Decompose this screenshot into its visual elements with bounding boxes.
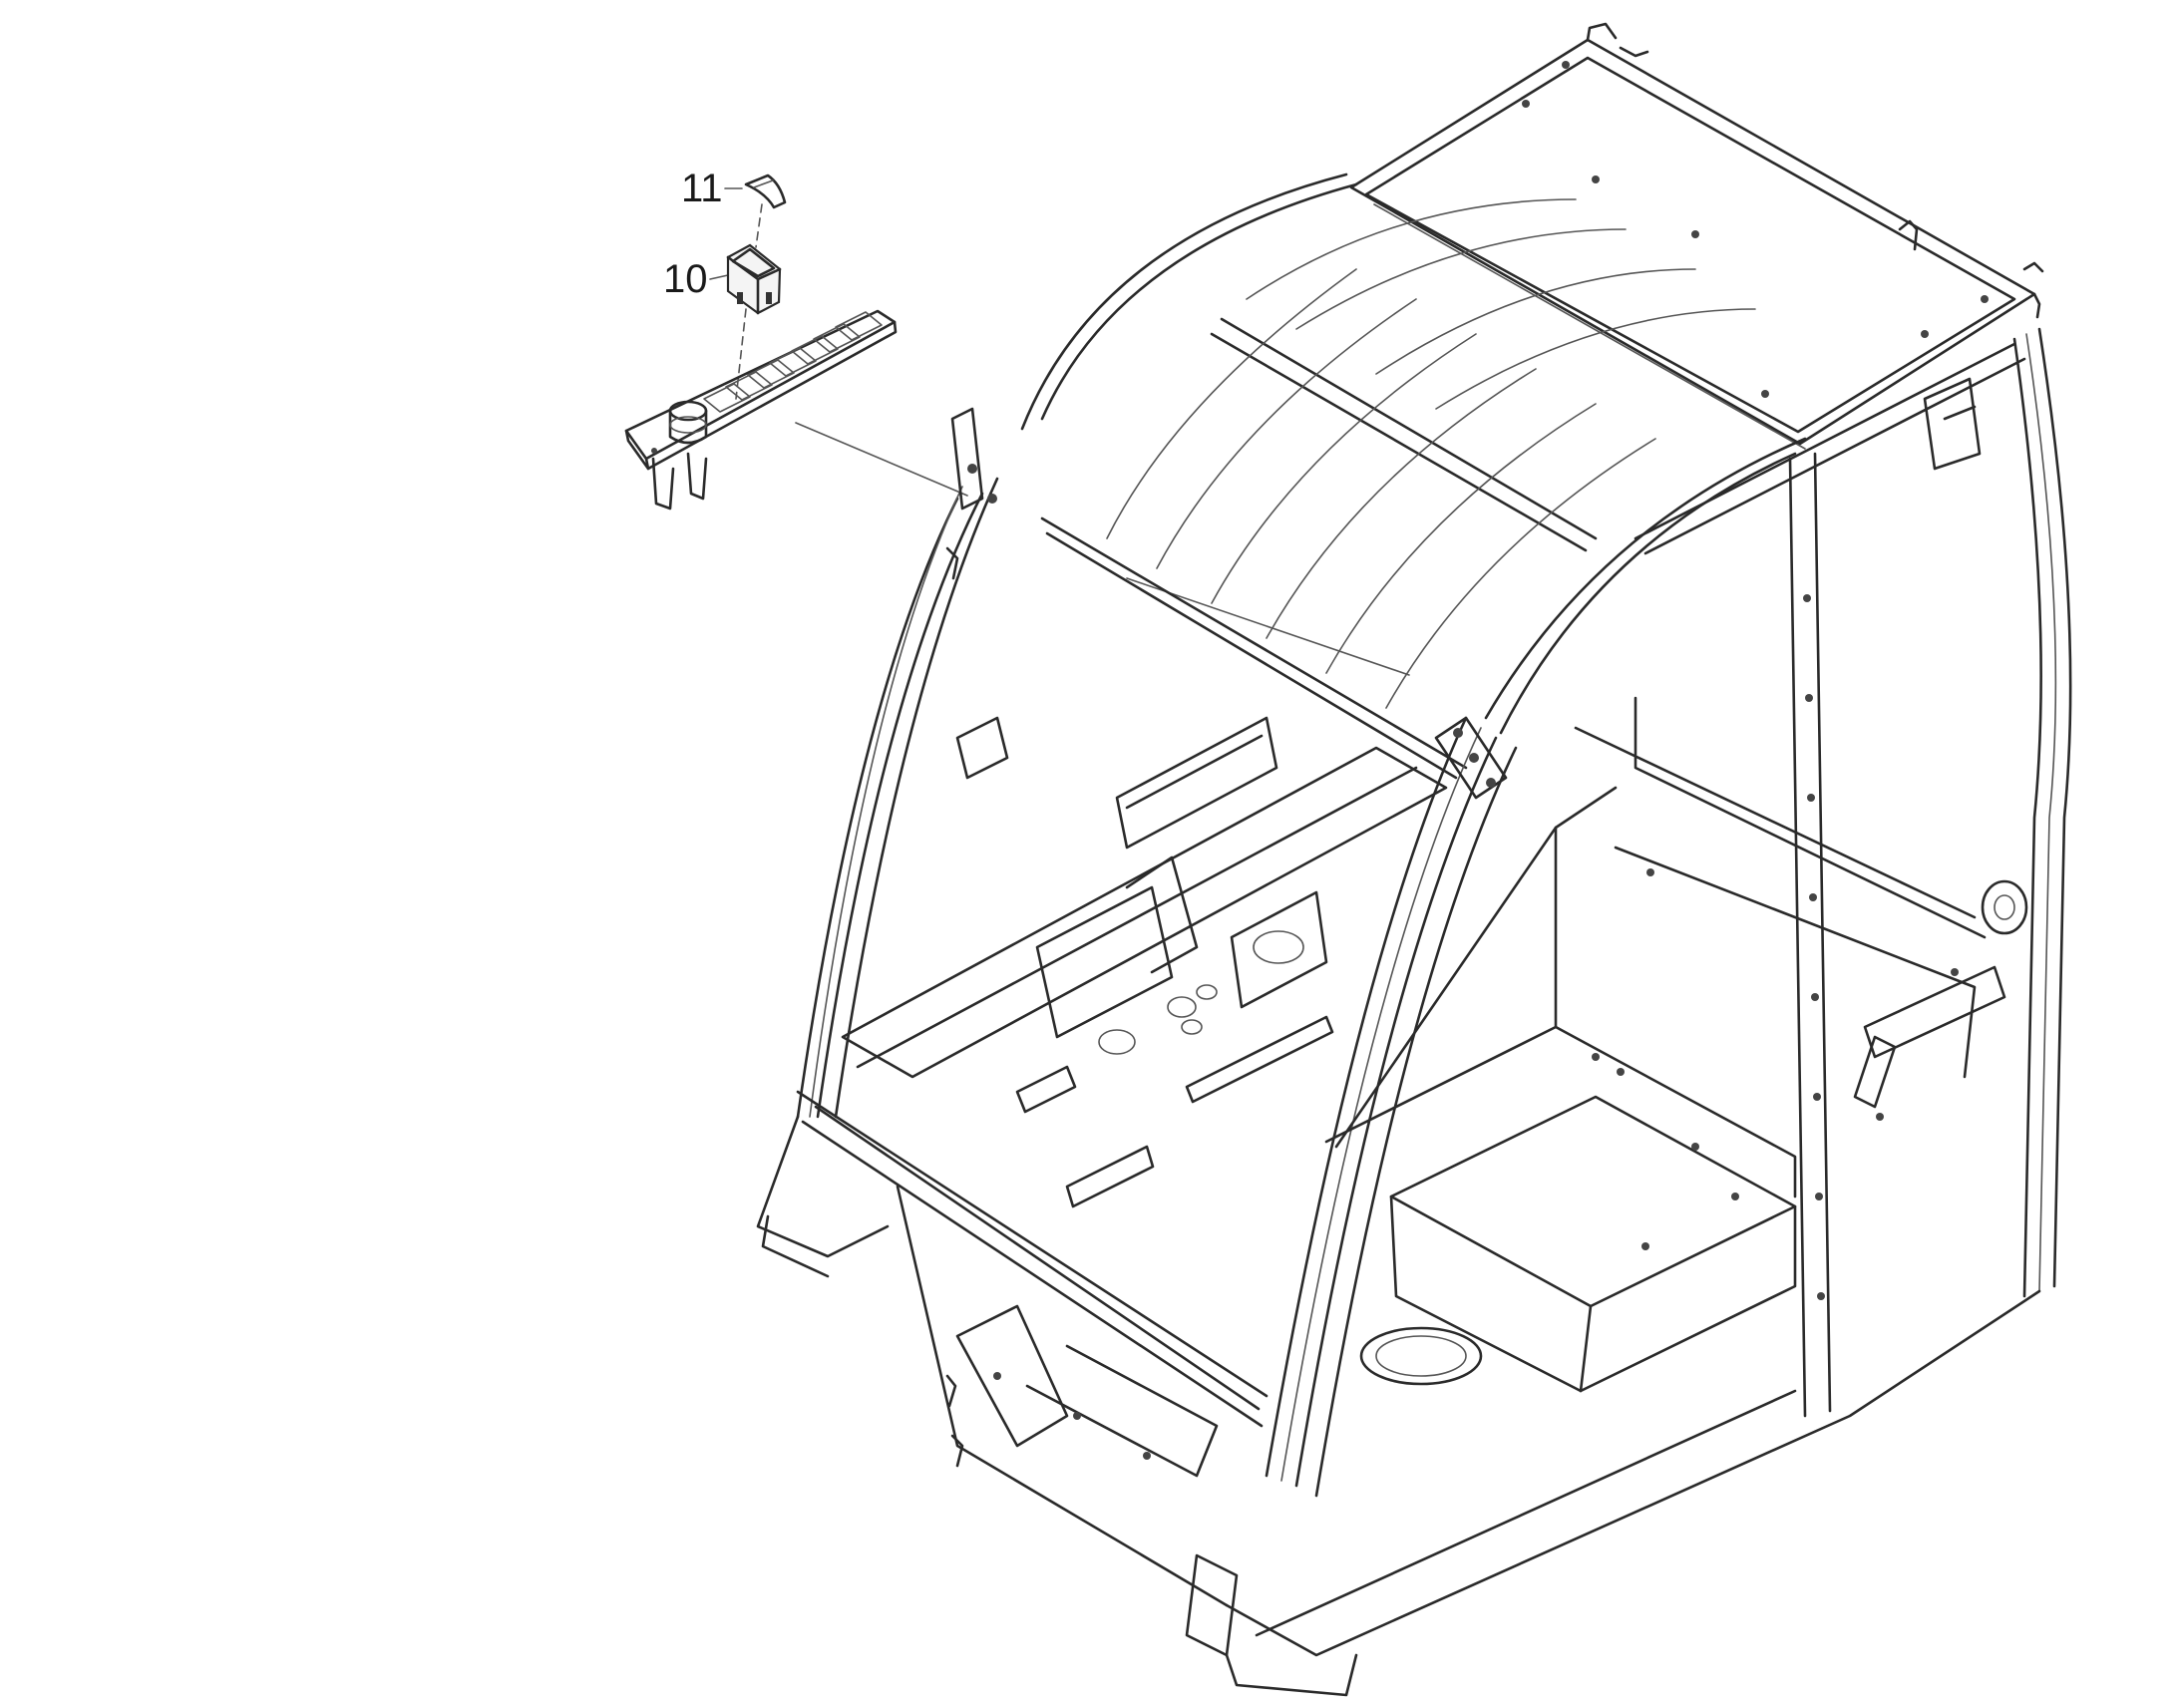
floor-frame xyxy=(756,1115,2041,1697)
switch-slots xyxy=(703,311,883,413)
callout-label-11[interactable]: 11 xyxy=(681,167,723,210)
part-11-rocker-cap[interactable] xyxy=(744,173,787,209)
assembly-dash-line xyxy=(755,203,763,248)
callout-label-10[interactable]: 10 xyxy=(663,257,708,301)
door-pillar xyxy=(1788,377,1982,1418)
roof-frame xyxy=(1349,22,2044,450)
switch-panel[interactable] xyxy=(624,309,898,511)
cab-frame[interactable] xyxy=(756,22,2072,1697)
callouts: 11 10 xyxy=(663,167,743,301)
front-left-pillar xyxy=(796,407,999,1119)
interior-console xyxy=(841,716,1448,1208)
part-10-rocker-switch[interactable] xyxy=(726,243,782,315)
side-top-rail xyxy=(1634,342,2016,540)
rear-right-pillar xyxy=(1981,327,2072,1298)
callout-leader-10 xyxy=(709,274,729,280)
interior-seat-box xyxy=(1324,696,1987,1393)
front-crossbar xyxy=(796,1090,1269,1428)
roof-leader xyxy=(1126,577,1410,676)
front-roof-window xyxy=(1020,172,1807,780)
ignition-knob xyxy=(668,400,708,445)
assembly-dash-line-2 xyxy=(735,308,747,400)
panel-to-cab-leader xyxy=(795,422,968,497)
